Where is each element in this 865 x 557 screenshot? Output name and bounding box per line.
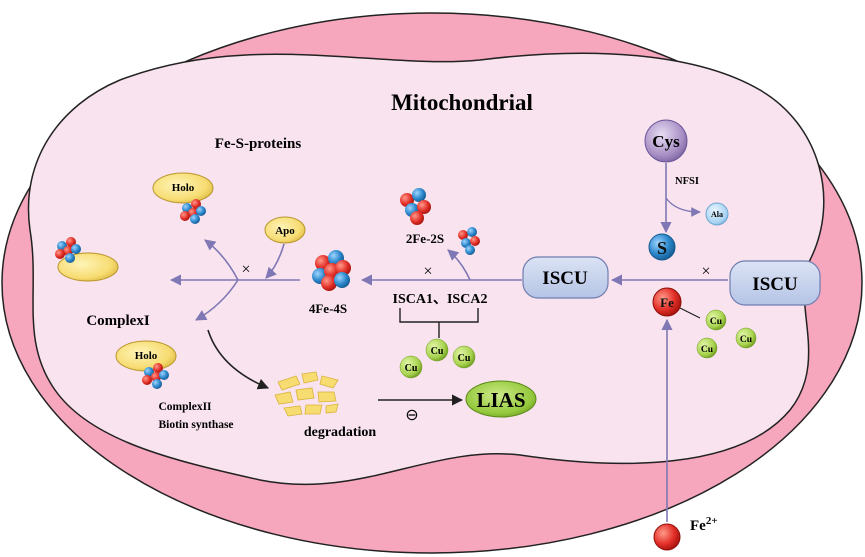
svg-text:S: S [657, 238, 667, 258]
fe-s-proteins-label: Fe-S-proteins [215, 136, 302, 152]
complex2-label: ComplexII [158, 401, 212, 413]
svg-text:Holo: Holo [172, 182, 195, 194]
ala-release-arrow [665, 197, 701, 217]
isca-label: ISCA1、ISCA2 [393, 292, 488, 307]
block-mark-middle: × [423, 263, 432, 280]
fe2plus-ion [653, 523, 681, 551]
inhibit-mark: ⊖ [405, 407, 418, 424]
diagram-title: Mitochondrial [391, 90, 533, 115]
svg-text:Apo: Apo [275, 225, 295, 237]
delivery-arrows [169, 239, 300, 321]
complex1-label: ComplexI [86, 313, 149, 329]
ala-molecule: Ala [705, 202, 729, 226]
svg-text:Cys: Cys [652, 132, 680, 151]
iron-atom: Fe [652, 287, 682, 317]
fe2plus-label: Fe2+ [690, 515, 718, 534]
fe4s4-cluster [312, 250, 351, 291]
holo-protein-top: Holo [152, 172, 214, 224]
cluster-transfer-arrows [360, 249, 522, 286]
svg-text:ISCU: ISCU [542, 268, 588, 289]
svg-text:Cu: Cu [740, 335, 753, 345]
svg-text:Cu: Cu [458, 353, 471, 364]
apo-protein: Apo [264, 216, 306, 244]
svg-text:Cu: Cu [710, 317, 723, 327]
iscu-protein-left: ISCU [522, 256, 609, 299]
cys-molecule: Cys [644, 119, 688, 163]
cu-ions-center: Cu Cu Cu [399, 338, 476, 379]
biotin-synthase-label: Biotin synthase [158, 419, 233, 431]
fe2s2-cluster [400, 188, 431, 225]
cu-ions-right: Cu Cu Cu [696, 309, 757, 359]
iscu-protein-right: ISCU [729, 260, 821, 306]
svg-text:Fe: Fe [660, 295, 674, 310]
fe-cu-bond [679, 307, 701, 319]
fe4s4-cluster-small [180, 199, 206, 224]
complex-to-degradation-arrow [207, 329, 270, 390]
block-mark-left: × [241, 261, 250, 278]
sulfur-atom: S [648, 233, 676, 261]
degradation-fragments [274, 371, 339, 417]
degradation-label: degradation [304, 425, 377, 440]
svg-text:Cu: Cu [405, 363, 418, 374]
lias-protein: LIAS [465, 380, 537, 418]
isca-bracket [399, 308, 479, 338]
svg-text:ISCU: ISCU [752, 274, 798, 295]
svg-text:Holo: Holo [135, 350, 158, 362]
holo-protein-bottom: Holo [115, 340, 177, 389]
svg-text:LIAS: LIAS [476, 388, 525, 412]
svg-text:Cu: Cu [431, 346, 444, 357]
fe2s2-cluster-small [458, 227, 480, 255]
fe2s2-label: 2Fe-2S [406, 231, 444, 246]
svg-text:Ala: Ala [711, 210, 723, 219]
block-mark-right: × [701, 263, 710, 280]
inner-matrix [27, 52, 825, 486]
nfsi-label: NFSI [675, 176, 699, 187]
svg-text:Cu: Cu [701, 345, 714, 355]
complex1-protein [55, 237, 119, 282]
fe4s4-label: 4Fe-4S [309, 301, 347, 316]
